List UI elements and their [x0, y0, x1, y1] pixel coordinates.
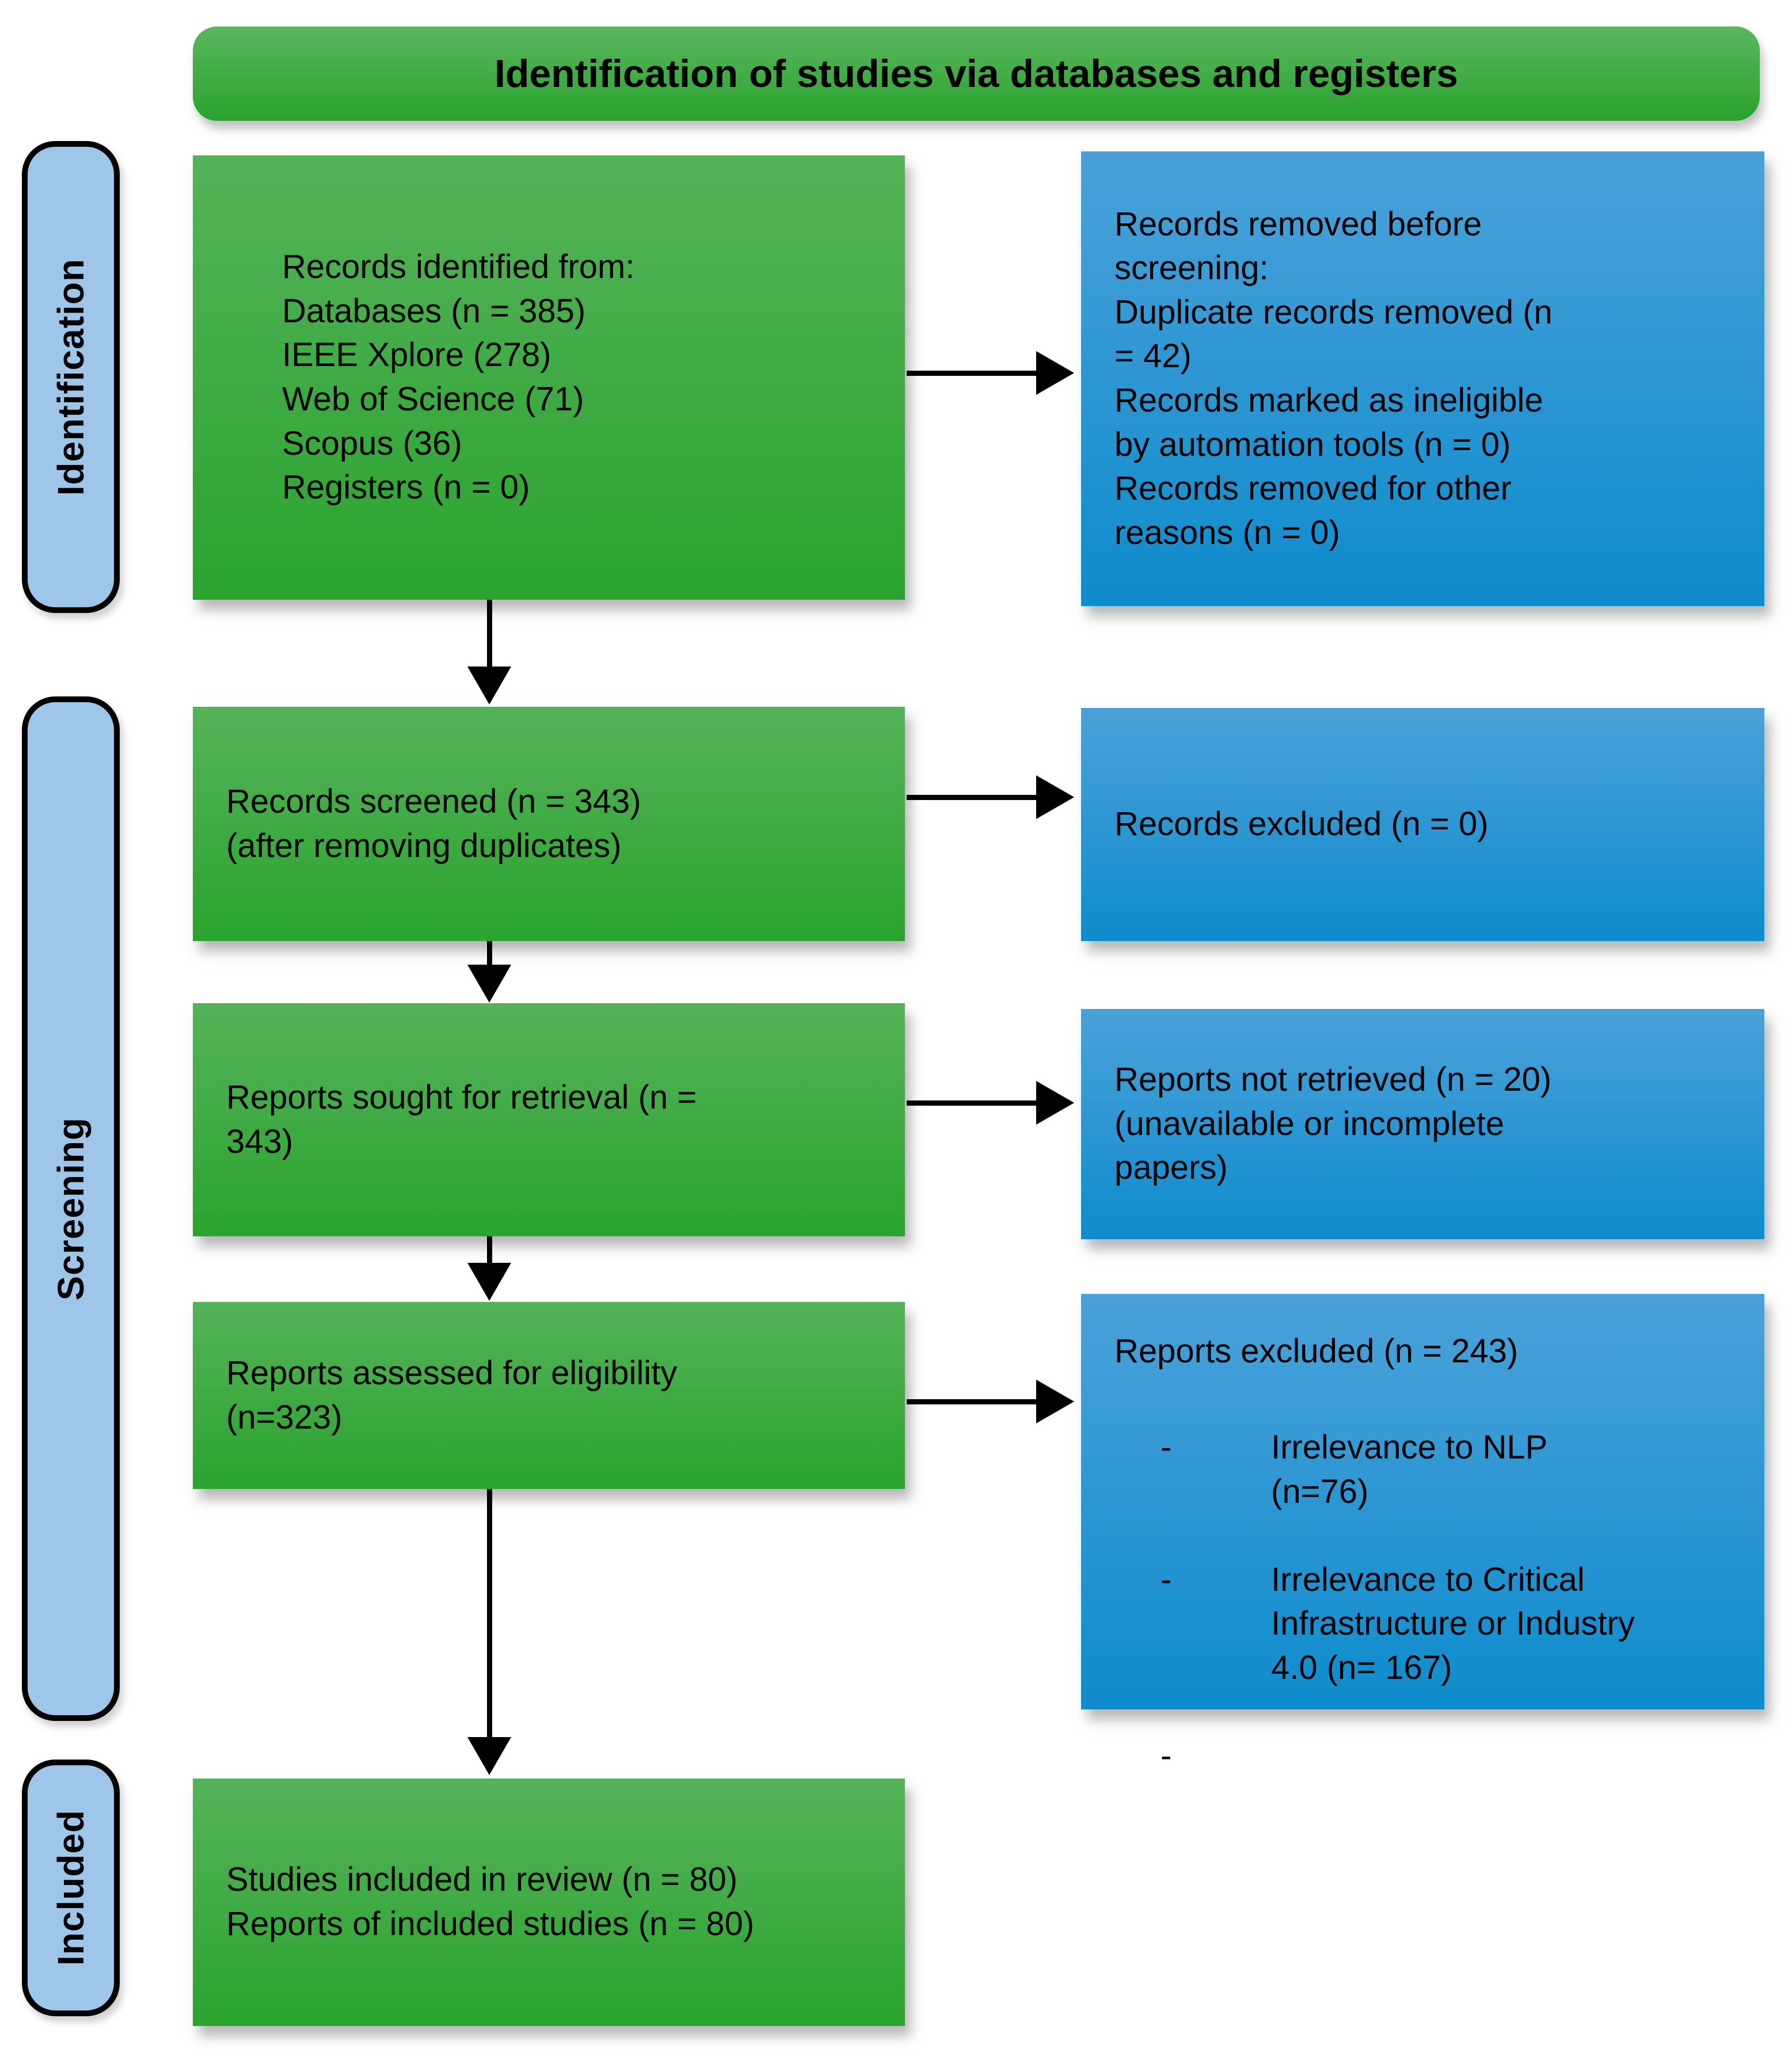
diagram-title-banner: Identification of studies via databases … [193, 26, 1760, 121]
arrow-line [487, 941, 492, 967]
arrow-right-icon [1036, 351, 1074, 395]
arrow-right-icon [1036, 775, 1074, 819]
bullet-dash-icon: - [1161, 1429, 1172, 1467]
arrow-line [487, 600, 492, 668]
box-records-excluded-text: Records excluded (n = 0) [1114, 805, 1489, 843]
bullet-irrelevance-ci-text: Irrelevance to Critical Infrastructure o… [1271, 1560, 1635, 1686]
stage-identification-label: Identification [50, 258, 92, 496]
box-reports-not-retrieved: Reports not retrieved (n = 20) (unavaila… [1081, 1009, 1764, 1239]
bullet-irrelevance-nlp-text: Irrelevance to NLP (n=76) [1271, 1429, 1548, 1510]
box-reports-sought: Reports sought for retrieval (n = 343) [193, 1003, 905, 1236]
bullet-dash-icon: - [1161, 1736, 1172, 1774]
arrow-down-icon [467, 1263, 511, 1301]
arrow-line [487, 1489, 492, 1739]
arrow-right-icon [1036, 1380, 1074, 1423]
box-studies-included: Studies included in review (n = 80) Repo… [193, 1779, 905, 2026]
arrow-line [907, 795, 1038, 800]
bullet-irrelevance-nlp: - Irrelevance to NLP (n=76) [1161, 1426, 1747, 1514]
box-reports-assessed: Reports assessed for eligibility (n=323) [193, 1302, 905, 1489]
arrow-line [907, 1399, 1038, 1404]
box-records-excluded: Records excluded (n = 0) [1081, 708, 1764, 941]
box-reports-excluded-title: Reports excluded (n = 243) [1114, 1332, 1519, 1370]
box-records-screened-text: Records screened (n = 343) (after removi… [226, 782, 641, 865]
box-records-screened: Records screened (n = 343) (after removi… [193, 707, 905, 941]
box-reports-excluded: Reports excluded (n = 243) - Irrelevance… [1081, 1294, 1764, 1774]
box-reports-not-retrieved-text: Reports not retrieved (n = 20) (unavaila… [1114, 1061, 1552, 1187]
arrow-line [487, 1236, 492, 1265]
reports-excluded-bullet-list: - Irrelevance to NLP (n=76) - Irrelevanc… [1114, 1382, 1747, 1822]
box-reports-sought-text: Reports sought for retrieval (n = 343) [226, 1078, 697, 1160]
arrow-down-icon [467, 1737, 511, 1775]
stage-identification: Identification [22, 141, 120, 613]
box-records-identified-text: Records identified from: Databases (n = … [282, 248, 635, 507]
bullet-irrelevance-ci: - Irrelevance to Critical Infrastructure… [1161, 1558, 1747, 1690]
stage-screening: Screening [22, 696, 120, 1721]
box-records-removed-text: Records removed before screening: Duplic… [1114, 205, 1553, 551]
diagram-title: Identification of studies via databases … [494, 52, 1459, 96]
arrow-down-icon [467, 667, 511, 704]
stage-included-label: Included [50, 1810, 92, 1966]
stage-included: Included [22, 1760, 120, 2016]
box-studies-included-text: Studies included in review (n = 80) Repo… [226, 1861, 755, 1943]
box-records-identified: Records identified from: Databases (n = … [193, 155, 905, 600]
bullet-empty: - [1161, 1734, 1747, 1779]
arrow-right-icon [1036, 1081, 1074, 1125]
arrow-down-icon [467, 965, 511, 1003]
arrow-line [907, 371, 1038, 376]
box-records-removed: Records removed before screening: Duplic… [1081, 151, 1764, 606]
arrow-line [907, 1100, 1038, 1106]
stage-screening-label: Screening [50, 1117, 92, 1301]
bullet-dash-icon: - [1161, 1560, 1172, 1598]
box-reports-assessed-text: Reports assessed for eligibility (n=323) [226, 1354, 678, 1436]
